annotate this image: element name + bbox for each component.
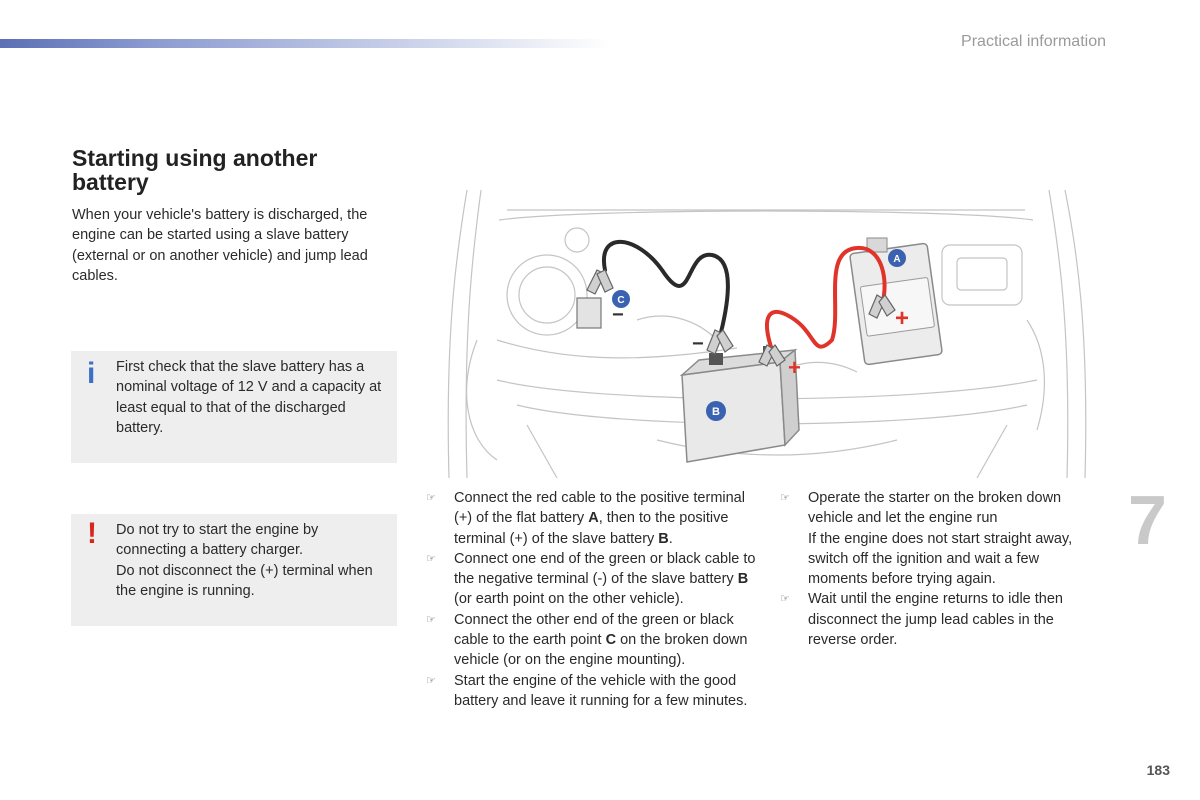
label-c: C [612, 290, 630, 308]
flat-battery-a [849, 237, 943, 366]
info-note: i First check that the slave battery has… [71, 351, 397, 463]
warning-line-2: Do not disconnect the (+) terminal when … [116, 562, 373, 599]
label-a: A [888, 249, 906, 267]
label-b: B [706, 401, 726, 421]
warning-note-text: Do not try to start the engine by connec… [116, 520, 392, 601]
info-note-text: First check that the slave battery has a… [116, 359, 382, 436]
list-item: ☞Connect the other end of the green or b… [426, 611, 748, 669]
hand-pointer-icon: ☞ [426, 674, 436, 687]
hand-pointer-icon: ☞ [426, 552, 436, 565]
steps-column-1: ☞Connect the red cable to the positive t… [426, 488, 756, 711]
hand-pointer-icon: ☞ [426, 492, 436, 504]
info-icon: i [87, 357, 96, 390]
intro-paragraph: When your vehicle's battery is discharge… [72, 207, 368, 284]
hand-pointer-icon: ☞ [426, 613, 436, 626]
steps-column-2: ☞Operate the starter on the broken down … [780, 488, 1098, 650]
section-header: Practical information [961, 33, 1106, 50]
list-item: ☞Wait until the engine returns to idle t… [780, 591, 1063, 649]
label-a-text: A [893, 254, 900, 265]
battery-b-minus-sign: − [692, 333, 704, 355]
label-c-text: C [617, 295, 624, 306]
warning-icon: ! [87, 517, 97, 550]
chapter-number: 7 [1128, 481, 1167, 559]
battery-b-plus-sign: + [788, 355, 801, 380]
list-item: ☞Start the engine of the vehicle with th… [426, 672, 748, 709]
page-title: Starting using another battery [72, 145, 318, 195]
battery-a-plus-sign: + [895, 305, 909, 332]
cable-clamps [576, 269, 896, 367]
earth-minus-sign: − [612, 304, 624, 326]
list-item: ☞Operate the starter on the broken down … [780, 490, 1073, 588]
header-accent-bar [0, 39, 610, 48]
jump-start-diagram: C A B − − + + [447, 190, 1087, 478]
hand-pointer-icon: ☞ [780, 492, 790, 504]
list-item: ☞Connect the red cable to the positive t… [426, 490, 745, 547]
warning-note: ! Do not try to start the engine by conn… [71, 514, 397, 626]
page-number: 183 [1146, 762, 1170, 778]
list-item: ☞Connect one end of the green or black c… [426, 550, 756, 608]
warning-line-1: Do not try to start the engine by connec… [116, 522, 319, 559]
hand-pointer-icon: ☞ [780, 593, 790, 606]
jump-cables [601, 239, 887, 352]
label-b-text: B [712, 406, 720, 418]
slave-battery-b [679, 346, 800, 463]
